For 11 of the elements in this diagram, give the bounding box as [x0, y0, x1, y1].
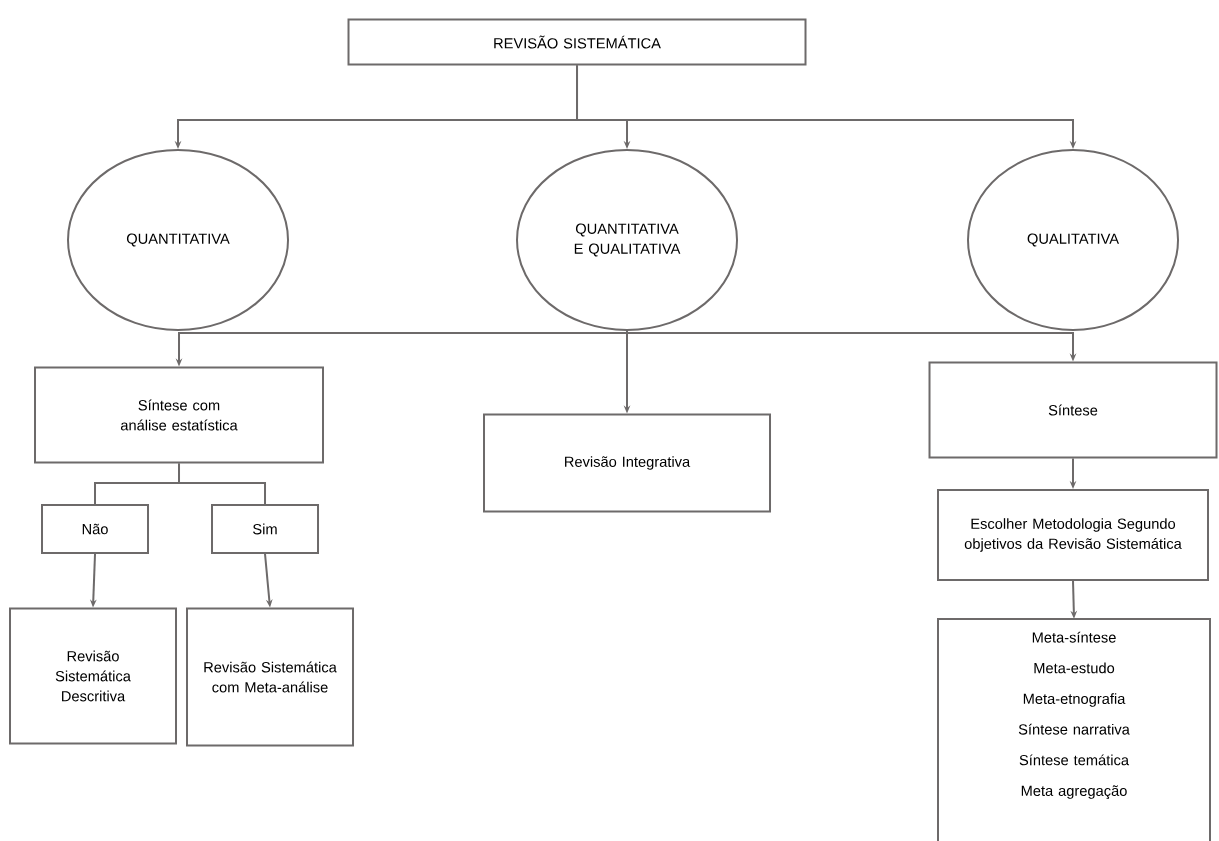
process-box: Escolher Metodologia Segundo objetivos da Revisão Sistemática	[937, 489, 1209, 581]
connector-line	[178, 462, 266, 505]
process-box: Não	[41, 504, 149, 554]
process-box: Revisão Sistemática com Meta-análise	[186, 607, 354, 747]
process-box: Síntese com análise estatística	[34, 366, 324, 464]
process-box: Revisão Integrativa	[483, 413, 771, 513]
process-box: Revisão Sistemática Descritiva	[9, 607, 177, 745]
process-box: Sim	[211, 504, 319, 554]
process-box: Síntese	[928, 361, 1218, 459]
method-list-box: Meta-síntese Meta-estudo Meta-etnografia Síntese narrativa Síntese temática Meta agregação	[937, 618, 1211, 841]
process-box: REVISÃO SISTEMÁTICA	[347, 18, 807, 66]
